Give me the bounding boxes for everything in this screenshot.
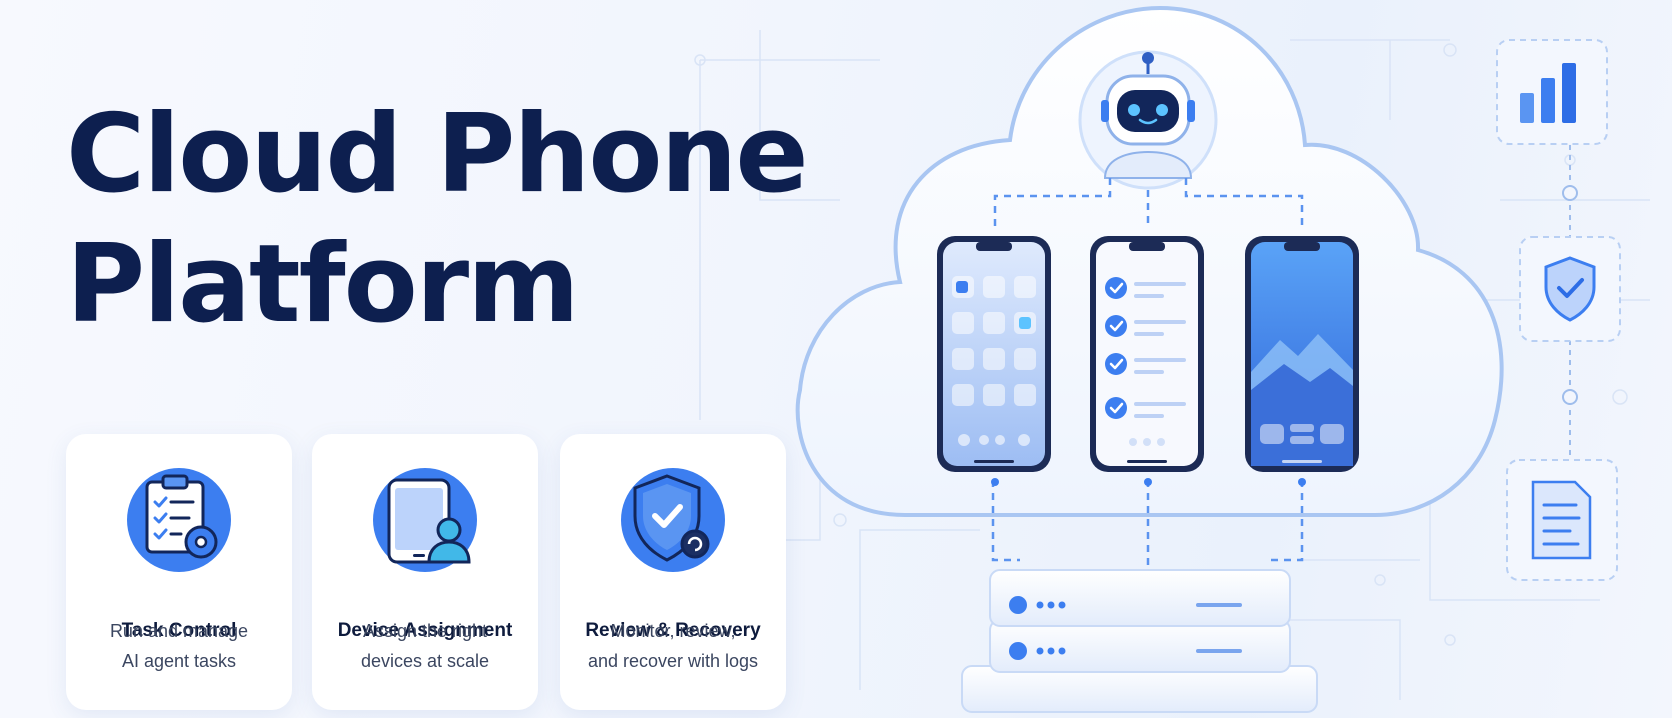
server-rack-icon bbox=[961, 569, 1318, 713]
feature-card-task-control: Task Control Run and manage AI agent tas… bbox=[66, 434, 292, 710]
document-icon bbox=[1506, 459, 1618, 581]
feature-card-review-recovery: Review & Recovery Monitor, review, and r… bbox=[560, 434, 786, 710]
device-user-icon bbox=[373, 468, 477, 572]
feature-title: Device Assignment bbox=[337, 620, 513, 641]
feature-description-line-1: Run and manage bbox=[109, 621, 249, 641]
phone-app-grid-icon bbox=[937, 236, 1051, 472]
feature-description-line-2: AI agent tasks bbox=[121, 651, 237, 671]
page-title-line-1: Cloud Phone bbox=[66, 92, 809, 217]
robot-icon bbox=[1078, 50, 1218, 190]
feature-description-line-2: and recover with logs bbox=[587, 651, 759, 671]
feature-description: Assign the right devices at scale bbox=[322, 616, 528, 676]
feature-description: Run and manage AI agent tasks bbox=[76, 616, 282, 676]
phone-checklist-icon bbox=[1090, 236, 1204, 472]
clipboard-gear-icon bbox=[127, 468, 231, 572]
page-title: Cloud Phone Platform bbox=[66, 90, 809, 350]
feature-description-line-2: devices at scale bbox=[360, 651, 490, 671]
feature-description: Monitor, review, and recover with logs bbox=[570, 616, 776, 676]
shield-check-icon bbox=[621, 468, 725, 572]
feature-description-line-1: Assign the right bbox=[362, 621, 488, 641]
shield-icon bbox=[1519, 236, 1621, 342]
bar-chart-icon bbox=[1496, 39, 1608, 145]
feature-title: Task Control bbox=[121, 620, 237, 641]
page-title-line-2: Platform bbox=[66, 222, 580, 347]
connector-lines bbox=[991, 178, 1304, 570]
feature-description-line-1: Monitor, review, bbox=[610, 621, 736, 641]
phone-mountain-icon bbox=[1245, 236, 1359, 472]
feature-card-device-assignment: Device Assignment Assign the right devic… bbox=[312, 434, 538, 710]
feature-title: Review & Recovery bbox=[585, 620, 761, 641]
